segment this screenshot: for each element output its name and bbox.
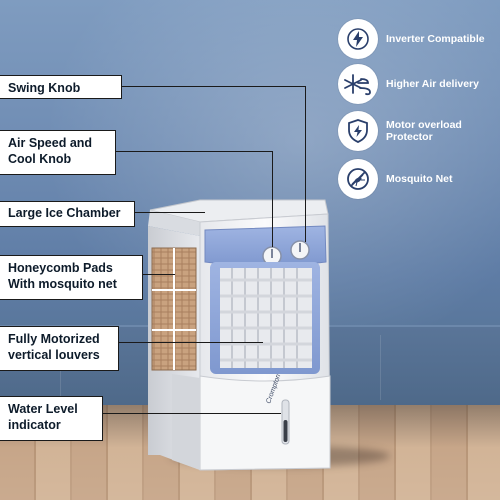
feature-mosquito-net: Mosquito Net xyxy=(338,159,500,199)
callout-line xyxy=(111,342,263,343)
feature-text: Inverter Compatible xyxy=(386,33,485,45)
swing-knob-label: Swing Knob xyxy=(0,75,122,99)
panel-divider xyxy=(380,335,381,400)
ice-chamber-text: Large Ice Chamber xyxy=(8,206,121,220)
lightning-bolt-icon xyxy=(338,19,378,59)
callout-line xyxy=(135,274,175,275)
callout-line xyxy=(135,212,205,213)
feature-air-delivery: Higher Air delivery xyxy=(338,64,500,104)
louvers-text-line2: vertical louvers xyxy=(8,348,100,362)
water-level-text-line2: indicator xyxy=(8,418,61,432)
ice-chamber-label: Large Ice Chamber xyxy=(0,201,135,227)
feature-text: Motor overload Protector xyxy=(386,119,462,143)
callout-line xyxy=(114,86,306,87)
air-speed-text-line1: Air Speed and xyxy=(8,136,93,150)
louvers-label: Fully Motorized vertical louvers xyxy=(0,326,119,371)
feature-text: Higher Air delivery xyxy=(386,78,479,90)
shield-bolt-icon xyxy=(338,111,378,151)
air-speed-knob-label: Air Speed and Cool Knob xyxy=(0,130,116,175)
feature-inverter: Inverter Compatible xyxy=(338,19,500,59)
honeycomb-text-line1: Honeycomb Pads xyxy=(8,261,113,275)
callout-line xyxy=(108,151,273,152)
mosquito-no-icon xyxy=(338,159,378,199)
louvers-text-line1: Fully Motorized xyxy=(8,332,100,346)
snowflake-wind-icon xyxy=(338,64,378,104)
swing-knob-text: Swing Knob xyxy=(8,81,81,95)
water-level-text-line1: Water Level xyxy=(8,402,78,416)
air-speed-text-line2: Cool Knob xyxy=(8,152,72,166)
water-level-label: Water Level indicator xyxy=(0,396,103,441)
callout-line xyxy=(305,86,306,242)
honeycomb-text-line2: With mosquito net xyxy=(8,277,117,291)
callout-line xyxy=(272,151,273,247)
callout-line xyxy=(95,413,281,414)
feature-motor-protector: Motor overload Protector xyxy=(338,111,500,151)
feature-text: Mosquito Net xyxy=(386,173,453,185)
honeycomb-pads-label: Honeycomb Pads With mosquito net xyxy=(0,255,143,300)
